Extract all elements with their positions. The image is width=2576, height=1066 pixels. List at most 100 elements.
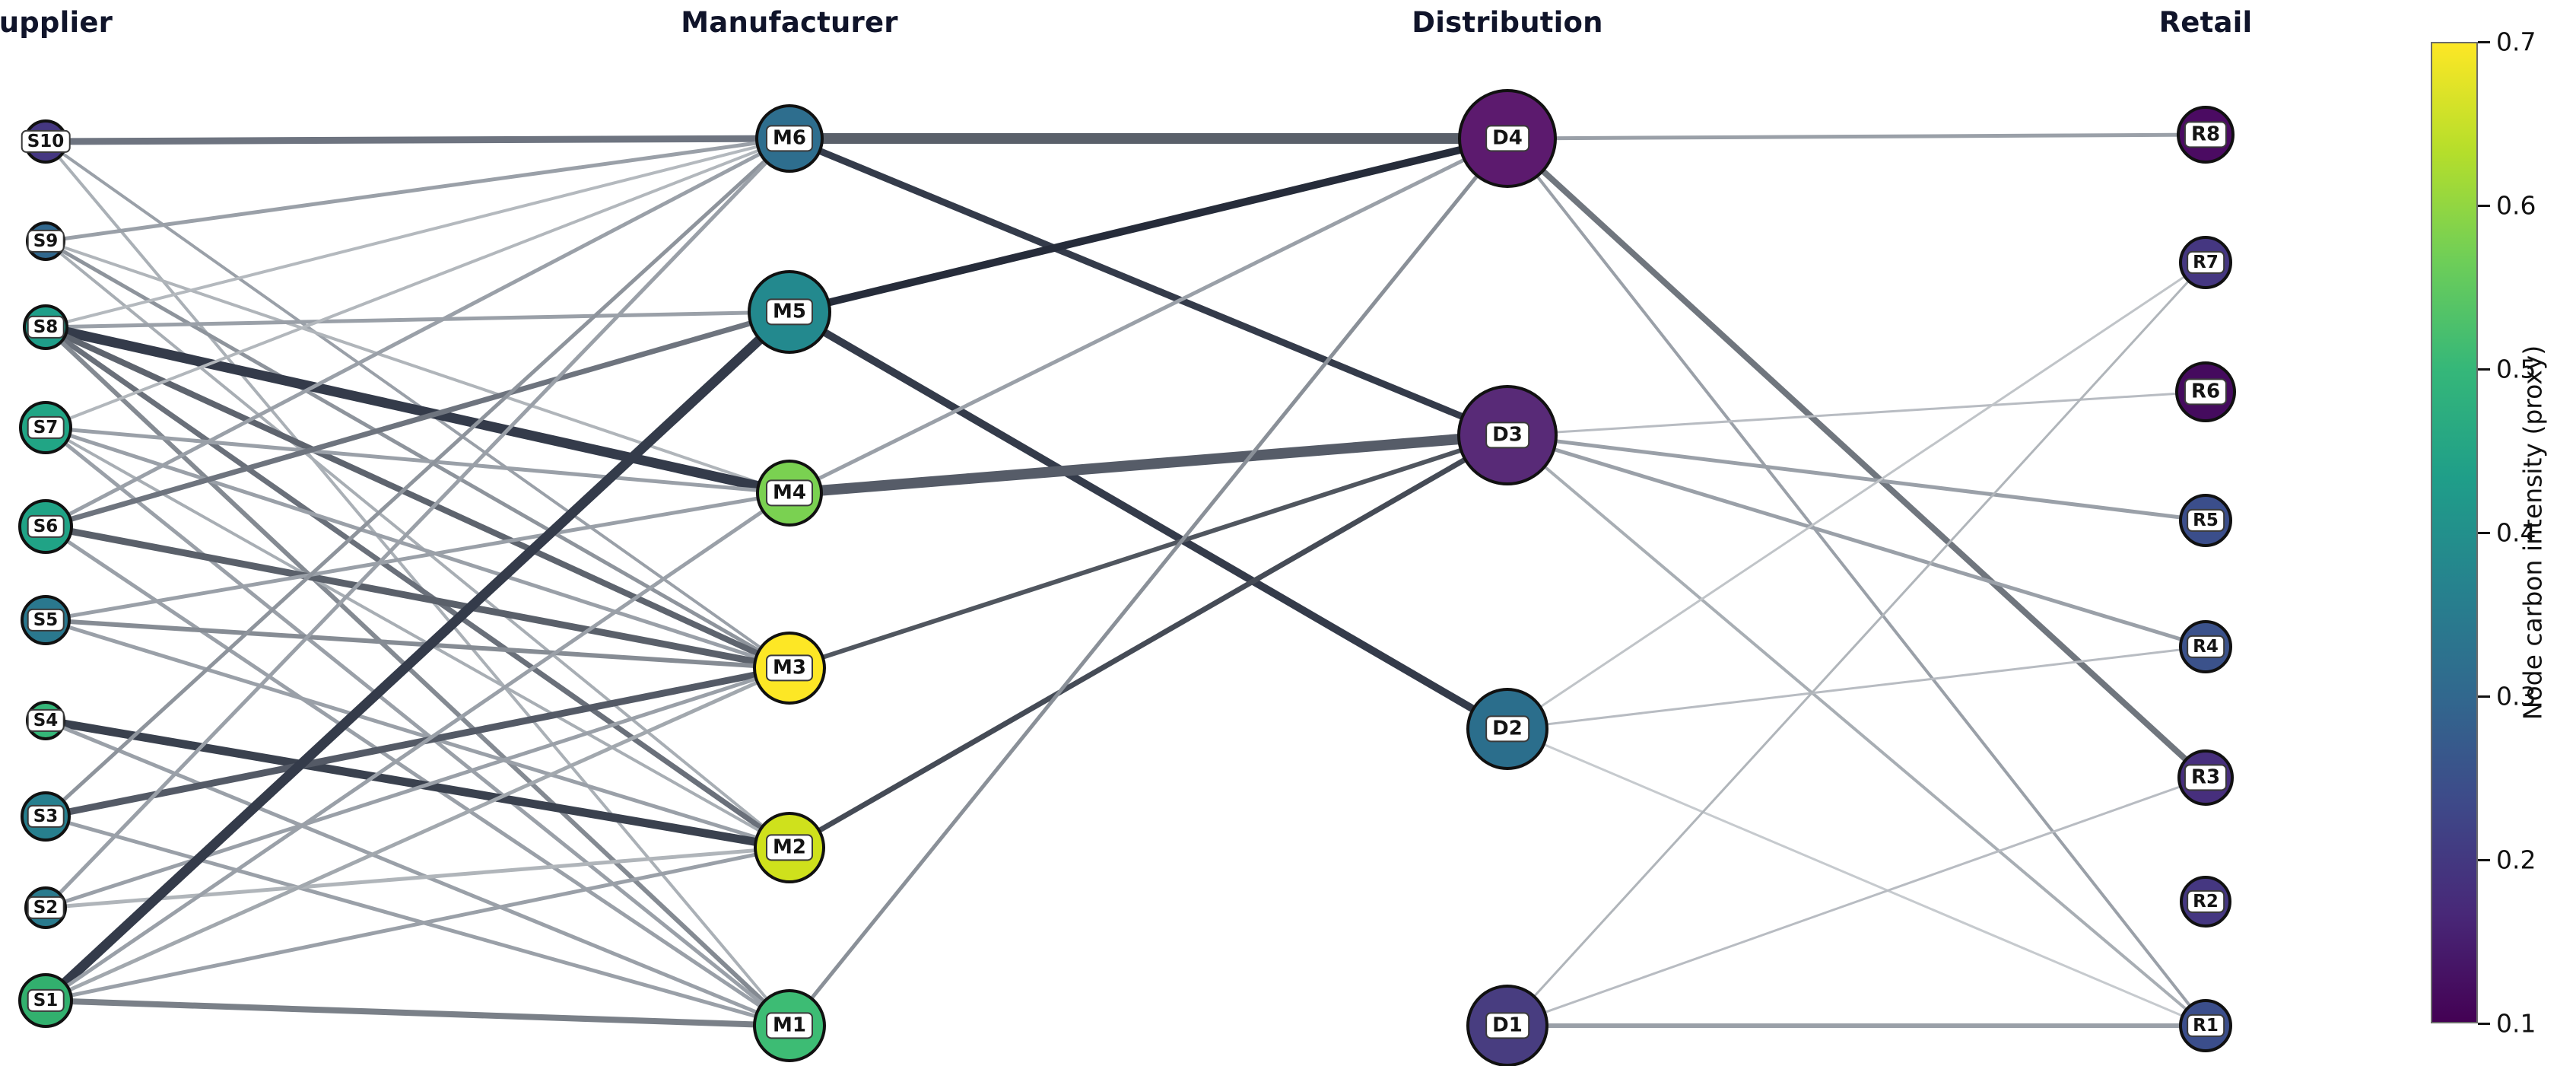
edge-S1-M4 [44, 491, 791, 1003]
node-label-S4: S4 [27, 708, 65, 733]
edge-S4-M1 [45, 718, 790, 1028]
node-label-S7: S7 [27, 415, 65, 440]
node-label-R1: R1 [2187, 1013, 2225, 1038]
edge-M4-D3 [789, 430, 1508, 498]
edge-M4-D4 [788, 136, 1509, 495]
edge-M2-D3 [788, 432, 1509, 851]
edge-S6-M6 [44, 136, 791, 529]
edge-D2-R4 [1507, 645, 2206, 730]
edge-S8-M4 [44, 322, 791, 498]
edge-D1-R3 [1507, 776, 2206, 1027]
node-label-R6: R6 [2184, 378, 2228, 406]
node-label-M2: M2 [766, 834, 813, 861]
colorbar-tick-0.7 [2478, 40, 2490, 43]
node-label-R7: R7 [2187, 250, 2225, 275]
colorbar-tick-0.2 [2478, 858, 2490, 861]
edge-S2-M2 [45, 845, 790, 910]
edge-D4-R1 [1506, 137, 2207, 1027]
edge-S1-M5 [42, 308, 793, 1004]
colorbar-tick-label-0.4: 0.4 [2496, 517, 2536, 548]
node-label-M5: M5 [766, 298, 813, 326]
edge-M1-D4 [788, 137, 1509, 1027]
edge-S7-M1 [44, 426, 791, 1027]
edge-S7-M6 [45, 137, 790, 429]
edges-layer [42, 132, 2208, 1029]
edge-S8-M6 [45, 137, 790, 329]
node-label-D3: D3 [1485, 422, 1529, 449]
edge-D4-R3 [1505, 136, 2208, 780]
edge-S3-M3 [45, 664, 790, 820]
edge-S8-M1 [43, 325, 792, 1028]
edge-D2-R7 [1507, 261, 2206, 730]
edge-S5-M4 [45, 491, 790, 622]
node-label-R2: R2 [2187, 889, 2225, 914]
node-label-M4: M4 [766, 479, 813, 507]
edge-S1-M2 [45, 845, 790, 1003]
node-label-D4: D4 [1485, 125, 1529, 152]
edge-D4-R8 [1507, 132, 2206, 141]
edge-S8-M2 [43, 325, 792, 850]
node-label-R4: R4 [2187, 635, 2225, 659]
colorbar-tick-label-0.6: 0.6 [2496, 190, 2536, 221]
node-label-S10: S10 [21, 129, 71, 154]
edge-S6-M3 [45, 523, 790, 672]
node-label-M3: M3 [766, 654, 813, 682]
colorbar-tick-0.1 [2478, 1022, 2490, 1025]
colorbar-tick-label-0.2: 0.2 [2496, 845, 2536, 875]
node-label-S3: S3 [27, 804, 65, 829]
edge-S1-M1 [45, 998, 790, 1029]
edge-D3-R4 [1507, 433, 2206, 649]
edge-M5-D4 [788, 135, 1509, 316]
edge-S9-M2 [44, 240, 791, 849]
edge-M6-D3 [788, 135, 1509, 439]
node-label-S9: S9 [27, 229, 65, 253]
colorbar-tick-0.4 [2478, 531, 2490, 534]
colorbar-axis-label: Node carbon intensity (proxy) [2517, 345, 2548, 721]
edge-S10-M6 [45, 135, 790, 145]
column-header-manufacturer: Manufacturer [681, 6, 898, 39]
node-label-S2: S2 [27, 896, 65, 920]
node-label-D1: D1 [1485, 1012, 1529, 1039]
edge-M5-D2 [787, 308, 1510, 733]
node-label-M6: M6 [766, 125, 813, 152]
edge-S3-M1 [45, 814, 790, 1028]
node-label-M1: M1 [766, 1012, 813, 1039]
nodes-layer [18, 89, 2236, 1066]
edge-D2-R1 [1507, 727, 2206, 1027]
node-label-S6: S6 [27, 514, 65, 539]
colorbar-tick-0.6 [2478, 204, 2490, 207]
edge-S9-M6 [45, 136, 790, 243]
edge-S9-M3 [44, 239, 791, 670]
edge-S3-M6 [44, 137, 791, 818]
edge-S6-M5 [45, 309, 790, 530]
edge-D3-R6 [1507, 390, 2206, 437]
node-label-S8: S8 [27, 315, 65, 339]
edge-D3-R1 [1506, 434, 2207, 1027]
edge-S10-M3 [44, 140, 791, 670]
node-label-R5: R5 [2187, 508, 2225, 533]
edge-S2-M6 [44, 137, 791, 909]
colorbar-tick-label-0.1: 0.1 [2496, 1008, 2536, 1039]
edge-S10-M1 [44, 140, 791, 1027]
column-header-retail: Retail [2158, 6, 2253, 39]
edge-D3-R5 [1507, 433, 2206, 523]
edge-S7-M4 [45, 425, 790, 495]
node-label-D2: D2 [1485, 715, 1529, 743]
edge-D1-R7 [1506, 261, 2207, 1027]
edge-S7-M2 [45, 426, 790, 849]
edge-S4-M2 [45, 716, 790, 852]
colorbar-tick-0.5 [2478, 368, 2490, 371]
column-header-supplier: Supplier [0, 6, 113, 39]
node-label-R3: R3 [2184, 764, 2228, 791]
column-header-distribution: Distribution [1412, 6, 1603, 39]
colorbar-tick-label-0.3: 0.3 [2496, 681, 2536, 711]
edge-M3-D3 [789, 433, 1508, 670]
colorbar-tick-label-0.5: 0.5 [2496, 354, 2536, 384]
node-label-S5: S5 [27, 608, 65, 632]
colorbar-tick-0.3 [2478, 695, 2490, 698]
edge-S5-M2 [45, 618, 790, 850]
edge-S8-M5 [45, 310, 790, 329]
edge-S9-M4 [45, 240, 790, 495]
